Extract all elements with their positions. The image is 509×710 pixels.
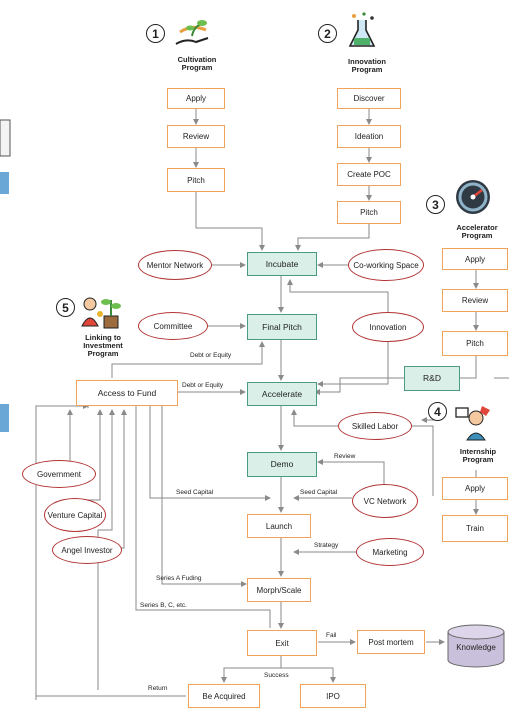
post-mortem-node[interactable]: Post mortem — [357, 630, 425, 654]
accelerator-apply[interactable]: Apply — [442, 248, 508, 270]
marketing-oval[interactable]: Marketing — [356, 538, 424, 566]
final-pitch-node[interactable]: Final Pitch — [247, 314, 317, 340]
edge-label-series-a: Series A Fuding — [156, 575, 202, 582]
exit-node[interactable]: Exit — [247, 630, 317, 656]
hand-seedling-icon — [172, 14, 216, 50]
innovation-pitch[interactable]: Pitch — [337, 201, 401, 224]
skilled-labor-oval[interactable]: Skilled Labor — [338, 412, 412, 440]
internship-train[interactable]: Train — [442, 515, 508, 542]
internship-program-title: Internship Program — [459, 447, 497, 464]
accelerator-review[interactable]: Review — [442, 289, 508, 312]
linking-program-title: Linking to Investment Program — [83, 333, 123, 358]
ipo-node[interactable]: IPO — [300, 684, 366, 708]
edge-label-seed-capital-2: Seed Capital — [300, 489, 338, 496]
vc-network-oval[interactable]: VC Network — [352, 484, 418, 518]
cultivation-apply[interactable]: Apply — [167, 88, 225, 109]
access-to-fund-node[interactable]: Access to Fund — [76, 380, 178, 406]
money-plant-icon — [80, 290, 124, 332]
program-1-number: 1 — [146, 24, 165, 43]
incubate-node[interactable]: Incubate — [247, 252, 317, 276]
venture-capital-oval[interactable]: Venture Capital — [44, 498, 106, 532]
edge-label-return: Return — [148, 685, 168, 692]
edge-label-fail: Fail — [326, 632, 337, 639]
program-2-number: 2 — [318, 24, 337, 43]
coworking-space-oval[interactable]: Co-working Space — [348, 249, 424, 281]
edge-label-debt-equity-1: Debt or Equity — [190, 352, 232, 359]
edge-label-strategy: Strategy — [314, 542, 339, 549]
gauge-icon — [454, 178, 492, 216]
program-3-number: 3 — [426, 195, 445, 214]
cultivation-review[interactable]: Review — [167, 125, 225, 148]
edge-label-review: Review — [334, 453, 356, 460]
knowledge-label: Knowledge — [456, 642, 496, 652]
innovation-ideation[interactable]: Ideation — [337, 125, 401, 148]
rd-node[interactable]: R&D — [404, 366, 460, 391]
accelerator-program-title: Accelerator Program — [456, 223, 498, 240]
innovation-discover[interactable]: Discover — [337, 88, 401, 109]
edge-label-series-b: Series B, C, etc. — [140, 602, 187, 609]
program-5-number: 5 — [56, 298, 75, 317]
internship-apply[interactable]: Apply — [442, 477, 508, 500]
worker-icon — [452, 402, 494, 444]
committee-oval[interactable]: Committee — [138, 312, 208, 340]
innovation-create-poc[interactable]: Create POC — [337, 163, 401, 186]
demo-node[interactable]: Demo — [247, 452, 317, 477]
innovation-program-title: Innovation Program — [348, 57, 386, 74]
cultivation-program-title: Cultivation Program — [177, 55, 217, 72]
program-4-number: 4 — [428, 402, 447, 421]
flask-icon — [344, 12, 380, 52]
angel-investor-oval[interactable]: Angel Investor — [52, 536, 122, 564]
be-acquired-node[interactable]: Be Acquired — [188, 684, 260, 708]
government-oval[interactable]: Government — [22, 460, 96, 488]
database-icon — [446, 624, 506, 668]
edge-label-debt-equity-2: Debt or Equity — [182, 382, 224, 389]
mentor-network-oval[interactable]: Mentor Network — [138, 250, 212, 280]
accelerator-pitch[interactable]: Pitch — [442, 331, 508, 356]
launch-node[interactable]: Launch — [247, 514, 311, 538]
cultivation-pitch[interactable]: Pitch — [167, 168, 225, 192]
accelerate-node[interactable]: Accelerate — [247, 382, 317, 406]
edge-label-seed-capital-1: Seed Capital — [176, 489, 214, 496]
edge-label-success: Success — [264, 672, 289, 679]
innovation-oval[interactable]: Innovation — [352, 312, 424, 342]
morph-scale-node[interactable]: Morph/Scale — [247, 578, 311, 602]
